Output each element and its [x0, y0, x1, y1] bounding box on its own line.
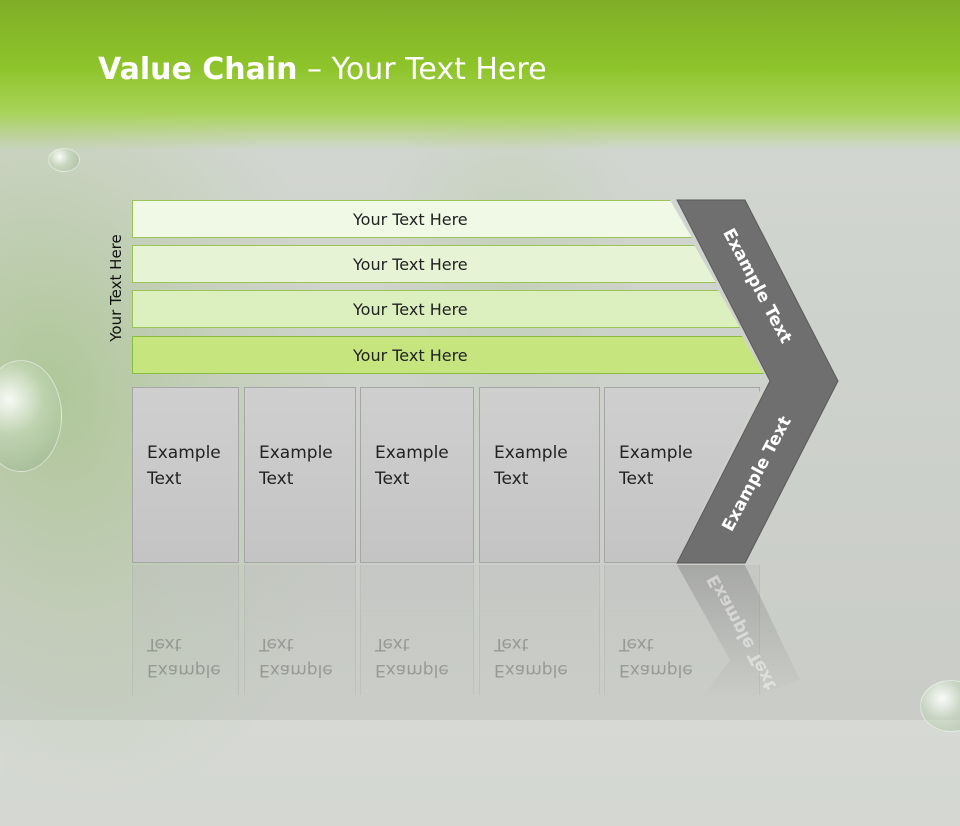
title-rest: – Your Text Here [297, 52, 547, 87]
box-line-1: Example [259, 443, 333, 463]
box-line-1: Example [375, 443, 449, 463]
value-bar-2: Your Text Here [132, 245, 716, 283]
box-line-2: Text [494, 469, 529, 489]
box-line-2: Text [259, 469, 294, 489]
box-line-2: Text [619, 469, 654, 489]
box-line-1: Example [619, 443, 693, 463]
value-bar-4: Your Text Here [132, 336, 764, 374]
bar-label: Your Text Here [353, 254, 468, 274]
box-line-2: Text [375, 469, 410, 489]
bar-label: Your Text Here [353, 209, 468, 229]
title-bold: Value Chain [98, 52, 298, 87]
box-line-1: Example [147, 443, 221, 463]
bar-label: Your Text Here [353, 345, 468, 365]
value-bar-3: Your Text Here [132, 290, 740, 328]
title-bar [0, 0, 960, 150]
box-line-2: Text [147, 469, 182, 489]
bar-label: Your Text Here [353, 299, 468, 319]
slide-title: Value Chain – Your Text Here [98, 52, 547, 87]
box-line-1: Example [494, 443, 568, 463]
chevron-shape [676, 199, 839, 564]
chevron-arrow [676, 199, 839, 700]
chevron-reflection [677, 565, 800, 700]
value-bar-1: Your Text Here [132, 200, 692, 238]
